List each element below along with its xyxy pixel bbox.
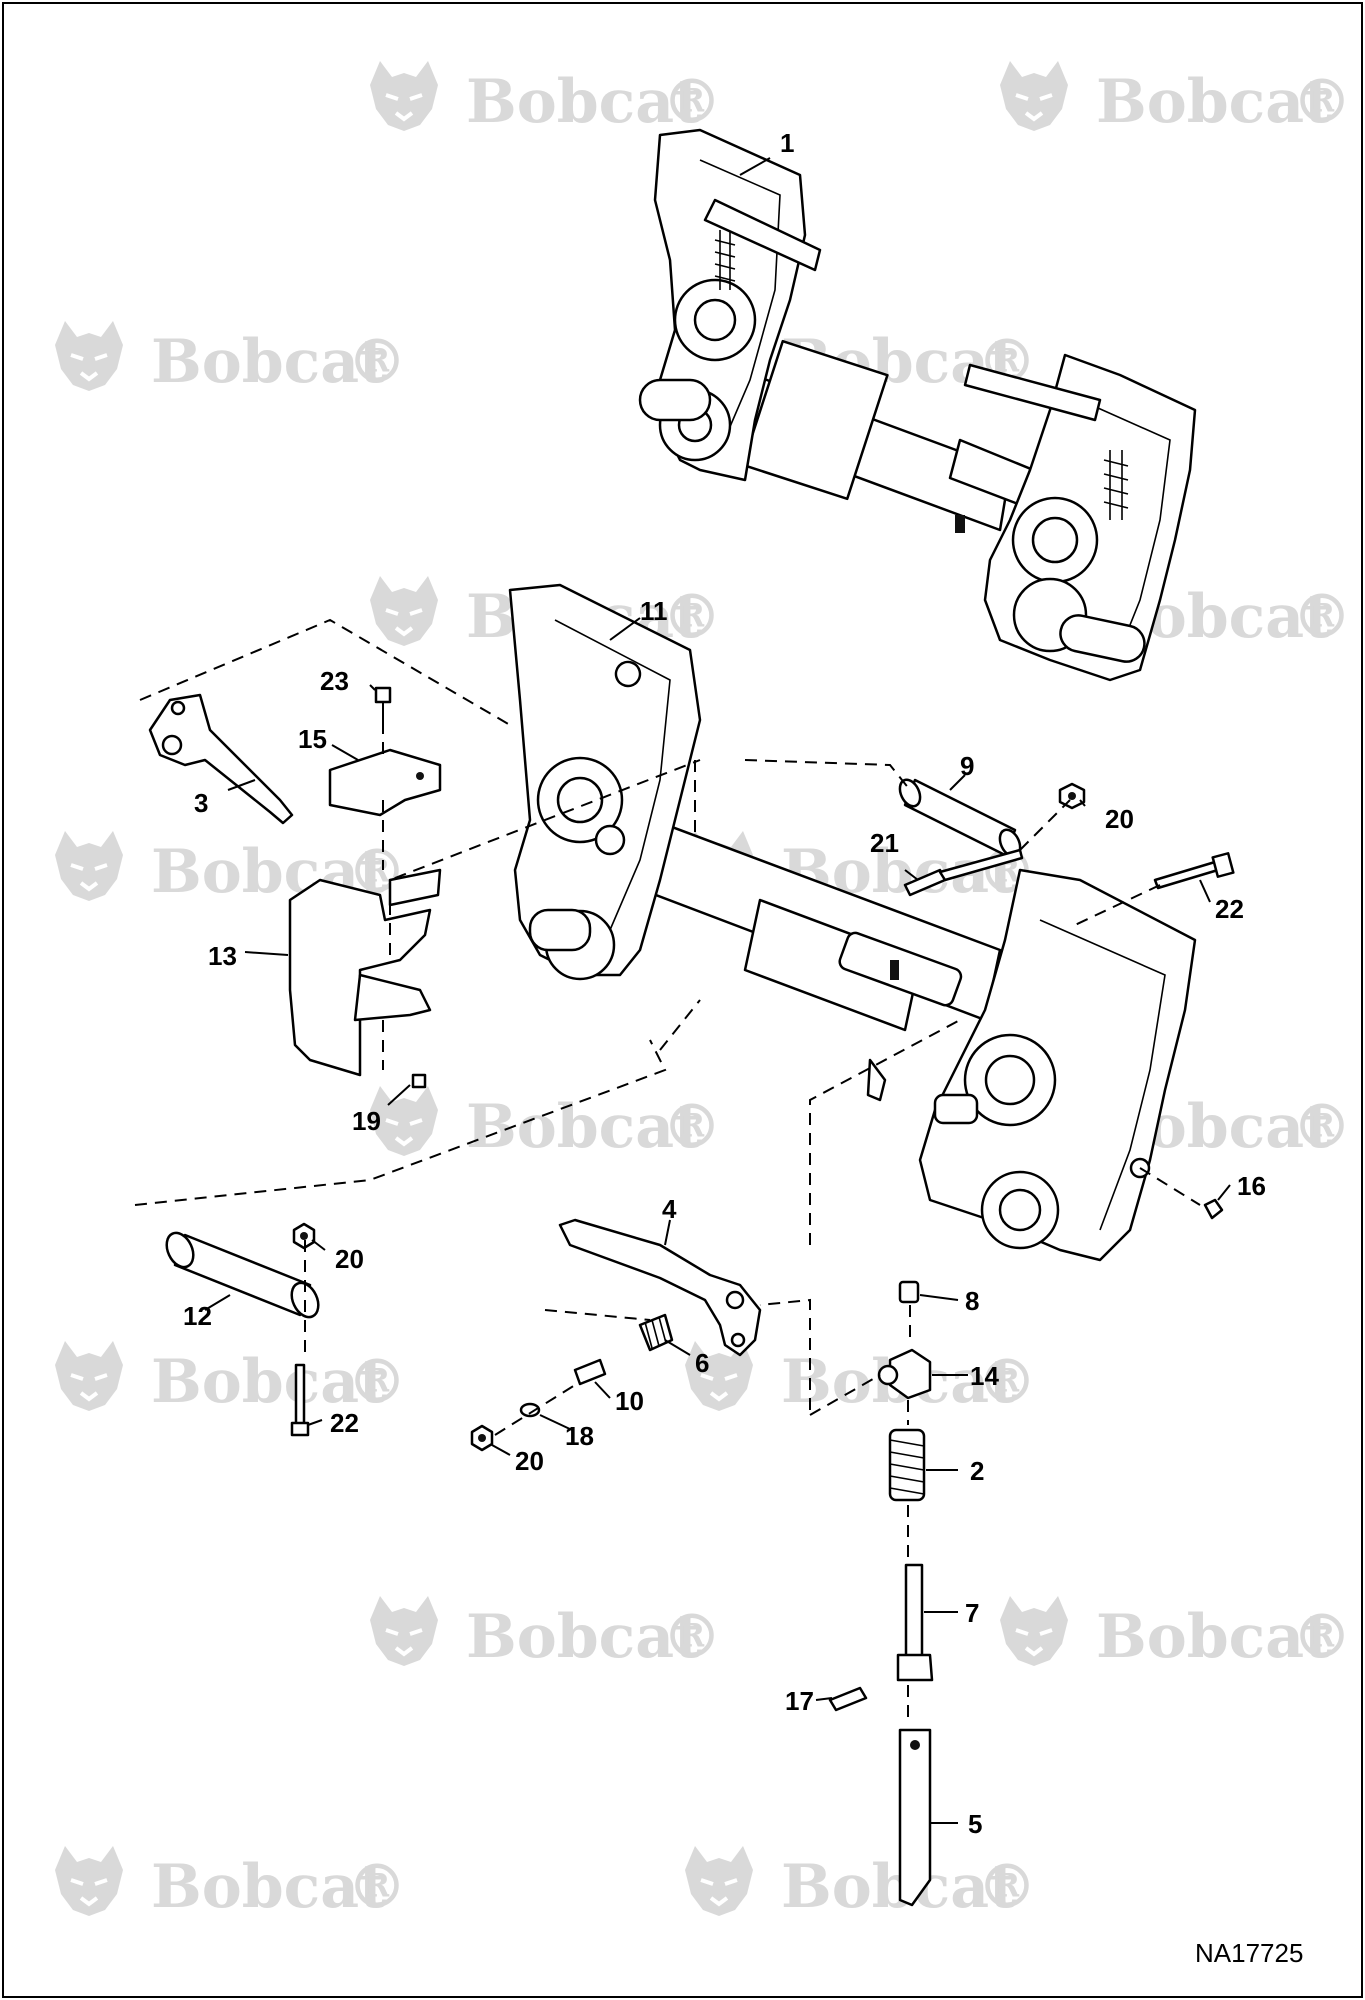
nut-20-bottom	[470, 1424, 494, 1452]
watermark-tile: Bobcat®	[683, 1844, 1037, 1922]
bobcat-logo-icon	[683, 1844, 755, 1918]
svg-text:Bobcat: Bobcat	[1096, 1602, 1332, 1672]
callout-5: 5	[968, 1809, 982, 1839]
callout-1: 1	[780, 128, 794, 158]
bobcat-logo-icon	[53, 1339, 125, 1413]
bolt-19	[411, 1073, 427, 1089]
washer-18	[519, 1402, 541, 1418]
svg-text:®: ®	[1292, 1092, 1352, 1162]
svg-text:®: ®	[1292, 67, 1352, 137]
lever-right	[558, 1218, 762, 1357]
callout-20-bottom: 20	[515, 1446, 544, 1476]
sleeve-10	[573, 1358, 607, 1386]
svg-text:Bobcat: Bobcat	[1096, 67, 1332, 137]
cover-plate	[328, 748, 442, 817]
roll-pin-17	[828, 1686, 868, 1712]
bobcat-logo-icon	[53, 1844, 125, 1918]
svg-text:®: ®	[347, 327, 407, 397]
svg-text:Bobcat: Bobcat	[151, 1347, 387, 1417]
latch-block-14	[877, 1348, 932, 1400]
wedge-5	[898, 1728, 932, 1907]
callout-labels: 1 11 23 15 3 13 19 9 20 21 22 16 4 20 12…	[183, 128, 1266, 1839]
lever-left	[148, 693, 294, 825]
pivot-pin-12	[165, 1231, 320, 1319]
svg-text:®: ®	[1292, 1602, 1352, 1672]
coupler-assembly-complete	[638, 128, 1197, 682]
callout-11: 11	[640, 596, 668, 626]
latch-rod-7	[896, 1563, 934, 1682]
svg-text:®: ®	[347, 1852, 407, 1922]
svg-text:Bobcat: Bobcat	[151, 327, 387, 397]
watermark-tile: Bobcat®	[998, 1594, 1352, 1672]
watermark-tile: Bobcat®	[368, 1594, 722, 1672]
callout-3: 3	[194, 788, 208, 818]
bobcat-logo-icon	[53, 319, 125, 393]
svg-text:®: ®	[662, 67, 722, 137]
callout-21: 21	[870, 828, 899, 858]
svg-text:®: ®	[662, 1602, 722, 1672]
callout-16: 16	[1237, 1171, 1266, 1201]
callout-19: 19	[352, 1106, 381, 1136]
bobcat-logo-icon	[368, 1594, 440, 1668]
nut-20-right	[1058, 782, 1086, 810]
callout-22-left: 22	[330, 1408, 359, 1438]
svg-text:®: ®	[977, 1347, 1037, 1417]
svg-text:®: ®	[977, 1852, 1037, 1922]
callout-2: 2	[970, 1456, 984, 1486]
spring-6	[638, 1313, 674, 1352]
callout-8: 8	[965, 1286, 979, 1316]
callout-6: 6	[695, 1348, 709, 1378]
callout-18: 18	[565, 1421, 594, 1451]
svg-text:Bobcat: Bobcat	[151, 1852, 387, 1922]
callout-20-right: 20	[1105, 804, 1134, 834]
coupler-frame	[508, 583, 1197, 1262]
callout-15: 15	[298, 724, 327, 754]
callout-13: 13	[208, 941, 237, 971]
bobcat-logo-icon	[368, 59, 440, 133]
watermark-layer: Bobcat® Bobcat® Bobcat® Bobcat® Bobcat® …	[53, 59, 1352, 1922]
bobcat-logo-icon	[368, 574, 440, 648]
svg-text:Bobcat: Bobcat	[466, 1602, 702, 1672]
bolt-16	[1203, 1198, 1224, 1220]
svg-text:Bobcat: Bobcat	[466, 1092, 702, 1162]
watermark-tile: Bobcat®	[998, 59, 1352, 137]
watermark-tile: Bobcat®	[368, 59, 722, 137]
watermark-tile: Bobcat®	[53, 1339, 407, 1417]
svg-text:Bobcat: Bobcat	[466, 67, 702, 137]
watermark-tile: Bobcat®	[53, 1844, 407, 1922]
callout-12: 12	[183, 1301, 212, 1331]
bobcat-logo-icon	[998, 59, 1070, 133]
callout-23: 23	[320, 666, 349, 696]
svg-text:®: ®	[1292, 582, 1352, 652]
assembly-lines	[134, 618, 1201, 1725]
callout-4: 4	[662, 1194, 677, 1224]
bolt-22-right	[1153, 852, 1235, 890]
bolt-23	[374, 686, 392, 722]
pivot-pin-9	[898, 778, 1022, 858]
bolt-21	[903, 848, 1024, 897]
svg-text:®: ®	[662, 1092, 722, 1162]
callout-14: 14	[970, 1361, 999, 1391]
bolt-8	[898, 1280, 920, 1304]
bobcat-logo-icon	[998, 1594, 1070, 1668]
callout-9: 9	[960, 751, 974, 781]
spring-2	[888, 1428, 926, 1502]
watermark-tile: Bobcat®	[368, 1084, 722, 1162]
watermark-tile: Bobcat®	[53, 319, 407, 397]
callout-10: 10	[615, 1386, 644, 1416]
callout-17: 17	[785, 1686, 814, 1716]
callout-20-left: 20	[335, 1244, 364, 1274]
figure-code: NA17725	[1195, 1938, 1303, 1968]
callout-7: 7	[965, 1598, 979, 1628]
bolt-22-left	[290, 1363, 310, 1437]
bobcat-logo-icon	[53, 829, 125, 903]
svg-text:®: ®	[347, 1347, 407, 1417]
callout-22-right: 22	[1215, 894, 1244, 924]
leader-lines	[204, 157, 1231, 1824]
